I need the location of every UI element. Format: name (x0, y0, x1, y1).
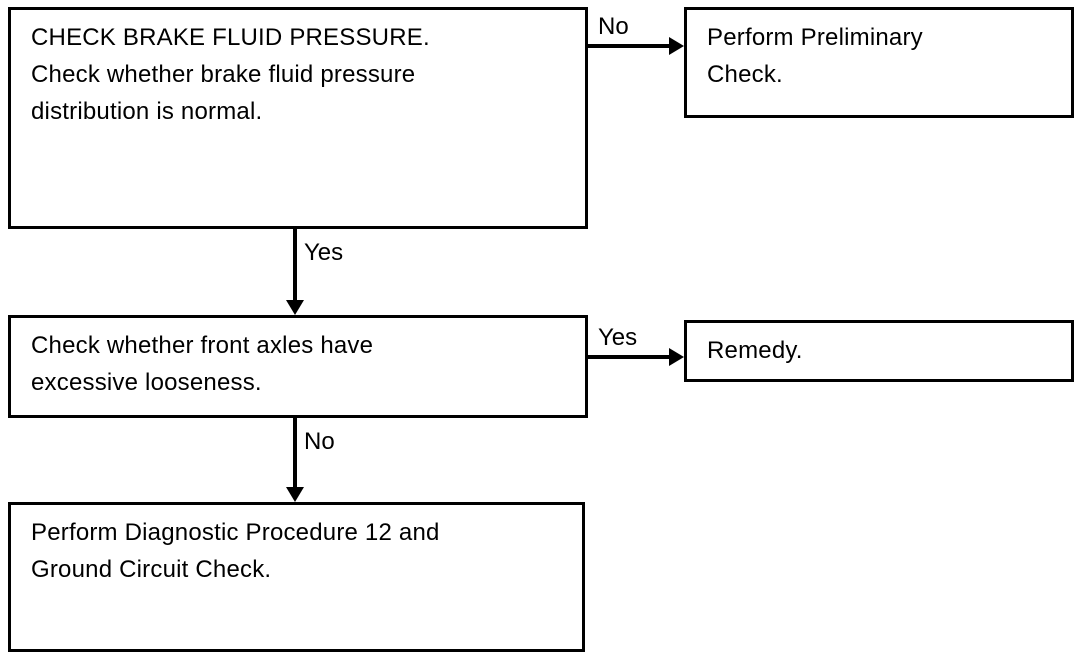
edge-no-diagnostic-label: No (304, 428, 335, 455)
edge-no-diagnostic-line (293, 418, 297, 488)
edge-yes-front-axles-label: Yes (304, 239, 344, 266)
edge-no-preliminary-label: No (598, 13, 629, 40)
edge-yes-remedy-arrowhead (669, 348, 684, 366)
edge-yes-front-axles-arrowhead (286, 300, 304, 315)
node-check-brake-fluid-pressure: CHECK BRAKE FLUID PRESSURE. Check whethe… (8, 7, 588, 229)
node-perform-preliminary-check: Perform Preliminary Check. (684, 7, 1074, 118)
node-check-brake-fluid-pressure-label: CHECK BRAKE FLUID PRESSURE. Check whethe… (31, 24, 430, 125)
edge-yes-remedy-label: Yes (598, 324, 638, 351)
edge-yes-remedy-line (588, 355, 672, 359)
node-perform-diagnostic-procedure-label: Perform Diagnostic Procedure 12 and Grou… (31, 519, 440, 583)
edge-no-preliminary-arrowhead (669, 37, 684, 55)
edge-no-diagnostic-arrowhead (286, 487, 304, 502)
node-check-front-axles-looseness-label: Check whether front axles have excessive… (31, 332, 374, 396)
node-perform-diagnostic-procedure: Perform Diagnostic Procedure 12 and Grou… (8, 502, 585, 652)
node-perform-preliminary-check-label: Perform Preliminary Check. (707, 24, 923, 88)
node-remedy-label: Remedy. (707, 337, 803, 364)
node-remedy: Remedy. (684, 320, 1074, 382)
edge-no-preliminary-line (588, 44, 672, 48)
node-check-front-axles-looseness: Check whether front axles have excessive… (8, 315, 588, 418)
edge-yes-front-axles-line (293, 229, 297, 302)
